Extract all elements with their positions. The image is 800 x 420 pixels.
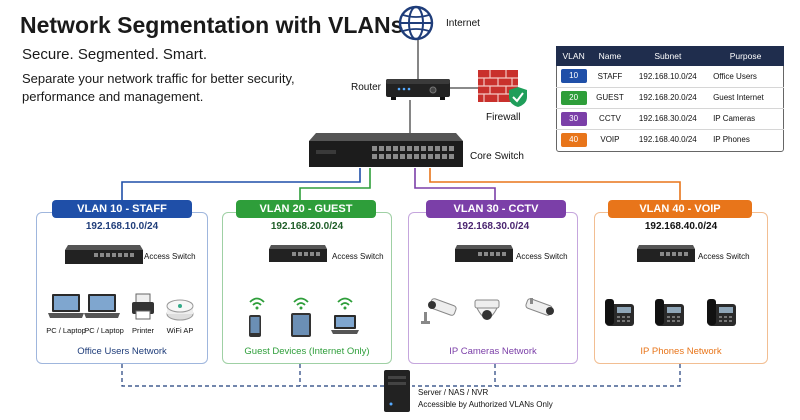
vlan-name-cell: GUEST [591,87,629,109]
vlan-table-header-name: Name [591,46,629,66]
router-label: Router [351,82,382,93]
vlan-20-footer: Guest Devices (Internet Only) [244,346,370,357]
vlan-subnet-cell: 192.168.30.0/24 [628,108,708,130]
laptop-icon [331,315,359,334]
table-row: 30 CCTV 192.168.30.0/24 IP Cameras [556,108,784,130]
vlan-10-header: VLAN 10 - STAFF [52,200,192,218]
firewall-icon [478,70,518,102]
vlan-10-footer: Office Users Network [77,346,167,357]
vlan-30-header: VLAN 30 - CCTV [426,200,566,218]
ip-phone-icon [707,299,736,326]
vlan-purpose-cell: Office Users [707,66,784,88]
vlan-40-panel [594,212,768,364]
laptop-icon [84,294,120,318]
vlan-subnet-cell: 192.168.40.0/24 [638,135,697,145]
wifi-icon [293,297,309,310]
device-label: PC / Laptop [84,326,124,335]
vlan-40-header: VLAN 40 - VOIP [608,200,752,218]
device-label: PC / Laptop [46,326,86,335]
cctv-camera-icon [525,298,554,316]
table-row: 20 GUEST 192.168.20.0/24 Guest Internet [556,87,784,109]
vlan-40-subnet: 192.168.40.0/24 [644,221,718,232]
server-note: Accessible by Authorized VLANs Only [418,400,553,409]
vlan-table-header-subnet: Subnet [628,46,708,66]
vlan-badge: 10 [560,69,587,84]
access-switch-icon [65,245,143,264]
server-label: Server / NAS / NVR [418,388,489,397]
vlan-10-switch-label: Access Switch [144,252,196,261]
wifi-icon [337,297,353,310]
vlan-badge: 40 [560,132,587,147]
vlan-subnet-cell: 192.168.10.0/24 [628,66,708,88]
vlan-20-panel [222,212,392,364]
page-title: Network Segmentation with VLANs [20,12,404,38]
access-switch-icon [455,245,513,262]
vlan-purpose-cell: IP Cameras [707,108,784,130]
vlan-30-panel [408,212,578,364]
vlan-30-footer: IP Cameras Network [449,346,537,357]
vlan-40-footer: IP Phones Network [640,346,722,357]
wifi-icon [249,297,265,310]
vlan-badge: 30 [560,111,587,126]
page-description: Separate your network traffic for better… [22,71,295,104]
access-switch-icon [269,245,327,262]
vlan-subnet-cell: 192.168.20.0/24 [628,87,708,109]
vlan-name-cell: VOIP [600,135,620,145]
ip-phone-icon [605,299,634,326]
wifi-ap-icon [166,299,194,321]
table-row: 40 VOIP 192.168.40.0/24 IP Phones [556,129,784,150]
phone-icon [249,315,261,337]
vlan-40-switch-label: Access Switch [698,252,750,261]
dome-camera-icon [474,299,500,320]
vlan-name-cell: CCTV [591,108,629,130]
tablet-icon [291,313,311,337]
globe-icon [398,5,434,41]
access-switch-icon [637,245,695,262]
vlan-20-header: VLAN 20 - GUEST [236,200,376,218]
vlan-badge: 20 [560,90,587,105]
server-icon [384,370,410,412]
vlan-10-panel [36,212,208,364]
ip-phone-icon [655,299,684,326]
page-subtitle: Secure. Segmented. Smart. [22,46,208,63]
vlan-30-subnet: 192.168.30.0/24 [456,221,530,232]
core-switch-icon [309,133,463,167]
vlan-30-switch-label: Access Switch [516,252,568,261]
vlan-10-subnet: 192.168.10.0/24 [85,221,159,232]
firewall-label: Firewall [486,112,521,123]
shield-icon [509,87,527,107]
vlan-20-switch-label: Access Switch [332,252,384,261]
vlan-20-subnet: 192.168.20.0/24 [270,221,344,232]
device-label: WiFi AP [166,326,194,335]
device-label: Printer [131,326,155,335]
vlan-table-header-vlan: VLAN [556,46,592,66]
vlan-name-cell: STAFF [591,66,629,88]
vlan-purpose-cell: IP Phones [713,135,750,145]
vlan-table: VLAN Name Subnet Purpose 10 STAFF 192.16… [556,46,784,150]
internet-label: Internet [446,18,480,29]
laptop-icon [48,294,84,318]
cctv-camera-icon [421,298,457,324]
vlan-table-header-purpose: Purpose [707,46,784,66]
core-switch-label: Core Switch [470,151,524,162]
table-row: 10 STAFF 192.168.10.0/24 Office Users [556,66,784,88]
router-icon [386,79,450,100]
printer-icon [132,293,154,320]
vlan-purpose-cell: Guest Internet [707,87,784,109]
